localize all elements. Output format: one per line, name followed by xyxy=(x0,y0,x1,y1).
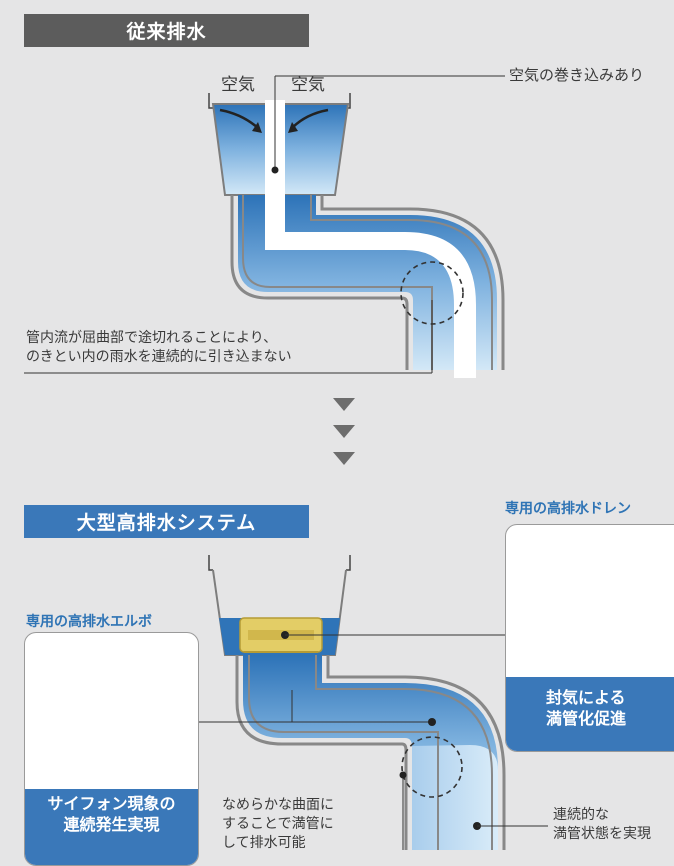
full-pipe-text-line1: 連続的な xyxy=(553,807,609,823)
drain-title: 専用の高排水ドレン xyxy=(505,501,631,517)
air-label-left: 空気 xyxy=(221,75,255,95)
conventional-pipe xyxy=(24,75,505,378)
curve-text-line3: して排水可能 xyxy=(222,835,306,851)
elbow-label-line2: 連続発生実現 xyxy=(63,815,160,834)
elbow-card: サイフォン現象の 連続発生実現 xyxy=(24,632,199,866)
air-label-right: 空気 xyxy=(291,75,325,95)
elbow-label-line1: サイフォン現象の xyxy=(47,794,176,813)
curve-text-line2: することで満管に xyxy=(222,816,334,832)
full-pipe-text-line2: 満管状態を実現 xyxy=(553,826,651,842)
system-header: 大型高排水システム xyxy=(24,505,309,538)
drain-label-line1: 封気による xyxy=(546,688,626,707)
elbow-title: 専用の高排水エルボ xyxy=(26,614,152,630)
drain-label-line2: 満管化促進 xyxy=(546,709,627,728)
transition-arrows xyxy=(333,398,355,465)
drain-card-label: 封気による 満管化促進 xyxy=(506,677,674,751)
system-pipe xyxy=(197,555,548,850)
air-entrainment-callout: 空気の巻き込みあり xyxy=(509,66,645,84)
curve-text-line1: なめらかな曲面に xyxy=(222,797,334,813)
conventional-header: 従来排水 xyxy=(24,14,309,47)
conventional-caption-line1: 管内流が屈曲部で途切れることにより、 xyxy=(26,330,278,346)
drain-card: 封気による 満管化促進 xyxy=(505,524,674,752)
elbow-card-label: サイフォン現象の 連続発生実現 xyxy=(25,789,198,865)
conventional-caption-line2: のきとい内の雨水を連続的に引き込まない xyxy=(26,349,292,365)
